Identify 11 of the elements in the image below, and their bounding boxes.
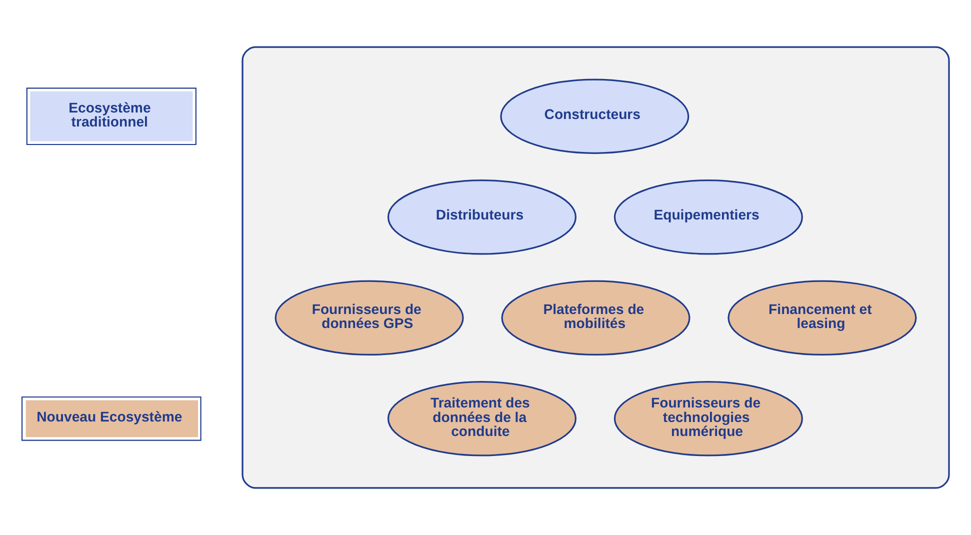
cluster — [242, 46, 950, 489]
node-ellipse: Plateformes de mobilités — [501, 280, 690, 356]
node-ellipse: Distributeurs — [387, 179, 577, 255]
node-ellipse: Equipementiers — [614, 179, 803, 255]
legend-label: Nouveau Ecosystème — [36, 408, 182, 424]
node-ellipse: Traitement des données de la conduite — [387, 381, 577, 456]
node-ellipse: Financement et leasing — [728, 280, 917, 356]
node-ellipse: Constructeurs — [500, 78, 690, 154]
node-ellipse: Fournisseurs de données GPS — [274, 280, 464, 356]
legend-label: Ecosystème traditionnel — [68, 99, 151, 130]
node-ellipse: Fournisseurs de technologies numérique — [614, 381, 803, 456]
